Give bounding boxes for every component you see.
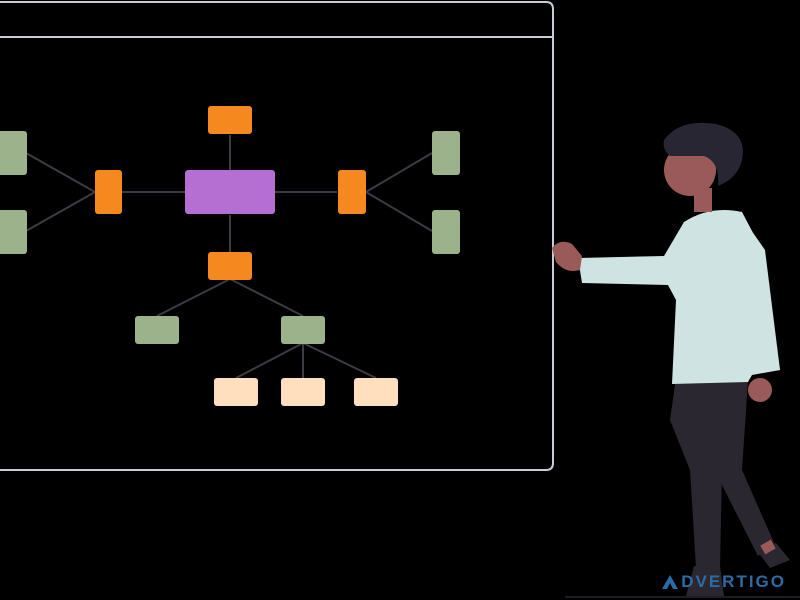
watermark-text: DVERTIGO bbox=[681, 572, 786, 591]
person-ankle bbox=[760, 539, 776, 555]
secondary-node-left-upper bbox=[0, 131, 27, 175]
primary-node-left bbox=[95, 170, 122, 214]
hub-node bbox=[185, 170, 275, 214]
connector-left-lower bbox=[25, 191, 96, 232]
primary-node-bottom bbox=[208, 252, 252, 280]
person-shirt bbox=[578, 209, 780, 384]
browser-window bbox=[0, 1, 554, 471]
person-front-leg bbox=[670, 378, 725, 568]
person-hair bbox=[663, 122, 743, 186]
person-figure bbox=[552, 122, 790, 596]
leaf-node-mid bbox=[281, 378, 325, 406]
person-head bbox=[664, 144, 716, 196]
connector-right-lower bbox=[365, 191, 433, 232]
secondary-node-bottom-right bbox=[281, 316, 325, 344]
leaf-node-right bbox=[354, 378, 398, 406]
primary-node-top bbox=[208, 106, 252, 134]
person-front-shoe bbox=[686, 566, 724, 596]
connector-leaf-left bbox=[235, 342, 304, 379]
primary-node-right bbox=[338, 170, 366, 214]
secondary-node-right-upper bbox=[432, 131, 460, 175]
person-right-hand bbox=[748, 378, 772, 402]
connector-leaf-right bbox=[302, 342, 377, 379]
person-right-arm bbox=[740, 214, 780, 372]
connector-right-upper bbox=[365, 152, 433, 193]
connector-bottom-right bbox=[229, 278, 304, 317]
person-left-hand bbox=[552, 241, 582, 271]
secondary-node-left-lower bbox=[0, 210, 27, 254]
mind-map-connectors bbox=[25, 135, 433, 379]
secondary-node-bottom-left bbox=[135, 316, 179, 344]
connector-bottom-left bbox=[156, 278, 231, 317]
leaf-node-left bbox=[214, 378, 258, 406]
advertigo-a-icon bbox=[662, 575, 679, 589]
window-frame bbox=[0, 1, 554, 471]
secondary-node-right-lower bbox=[432, 210, 460, 254]
advertigo-watermark: DVERTIGO bbox=[661, 572, 786, 592]
mind-map-nodes bbox=[0, 106, 460, 406]
connector-left-upper bbox=[25, 152, 96, 193]
